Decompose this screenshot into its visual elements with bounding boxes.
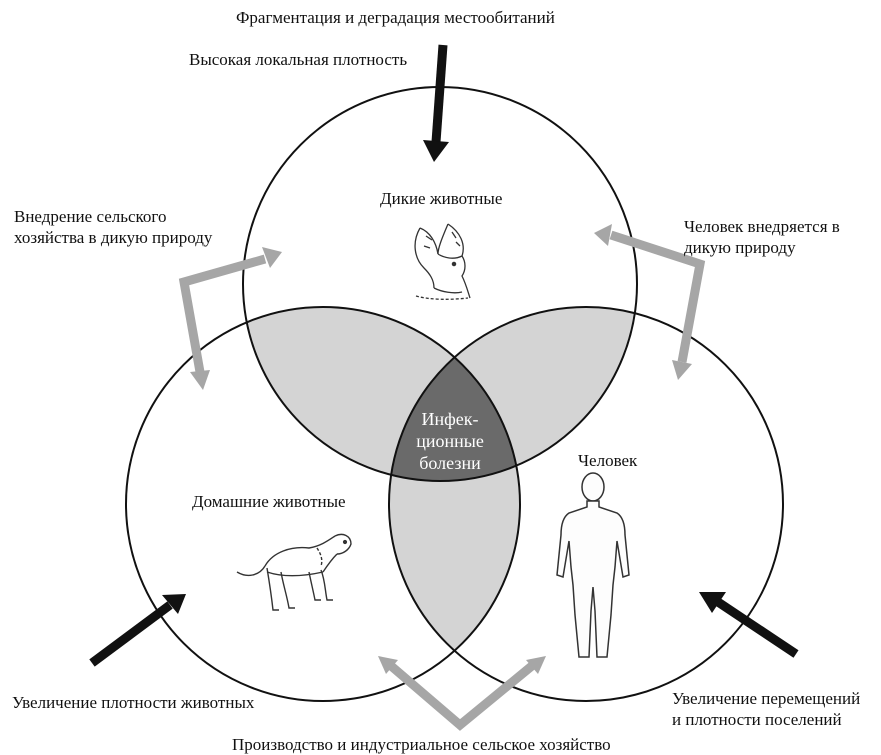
label-animal-density: Увеличение плотности животных (12, 693, 255, 712)
label-high-density: Высокая локальная плотность (189, 50, 408, 69)
label-agri-invasion-2: хозяйства в дикую природу (14, 228, 213, 247)
label-human: Человек (578, 451, 638, 470)
arrow-production-head-left (378, 656, 398, 674)
arrow-movement-density (699, 592, 799, 658)
label-movement-2: и плотности поселений (672, 710, 842, 729)
label-fragmentation: Фрагментация и деградация местообитаний (236, 8, 555, 27)
arrow-human-invasion (609, 230, 706, 363)
dog-icon (236, 533, 352, 611)
label-production: Производство и индустриальное сельское х… (232, 735, 611, 754)
circle-human (388, 306, 784, 702)
label-infectious-diseases-3: болезни (419, 453, 481, 473)
bird-icon (414, 223, 471, 300)
arrow-agri-invasion-head-top (262, 247, 282, 268)
circle-domestic-animals (125, 306, 521, 702)
label-human-invasion-1: Человек внедряется в (684, 217, 840, 236)
label-movement-1: Увеличение перемещений (672, 689, 861, 708)
arrow-animal-density (89, 594, 186, 667)
arrow-human-invasion-head-top (594, 224, 612, 246)
arrow-human-invasion-head-bottom (672, 360, 692, 380)
label-human-invasion-2: дикую природу (684, 238, 796, 257)
label-agri-invasion-1: Внедрение сельского (14, 207, 167, 226)
overlap-triple (389, 307, 520, 481)
label-infectious-diseases-2: ционные (416, 431, 484, 451)
label-wild-animals: Дикие животные (380, 189, 503, 208)
arrow-agri-invasion (178, 254, 267, 373)
arrow-agri-invasion-head-bottom (190, 370, 210, 390)
label-infectious-diseases-1: Инфек- (421, 409, 479, 429)
arrow-high-density (423, 44, 449, 162)
arrow-production (387, 661, 536, 731)
label-domestic-animals: Домашние животные (192, 492, 346, 511)
human-figure-icon (556, 472, 630, 658)
arrow-production-head-right (526, 656, 546, 674)
